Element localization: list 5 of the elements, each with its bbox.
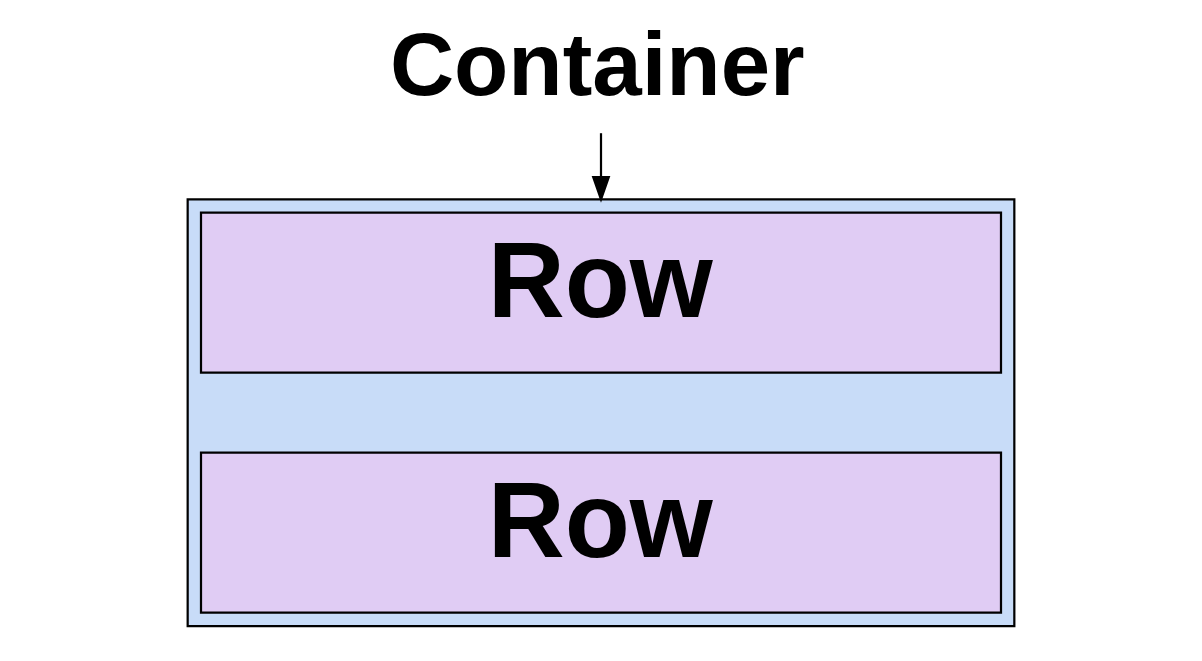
node-box: Row (199, 451, 1003, 614)
cluster (186, 198, 1016, 628)
node-box: Row (199, 211, 1003, 374)
node-text: Container (389, 14, 805, 114)
arrow (591, 133, 611, 203)
